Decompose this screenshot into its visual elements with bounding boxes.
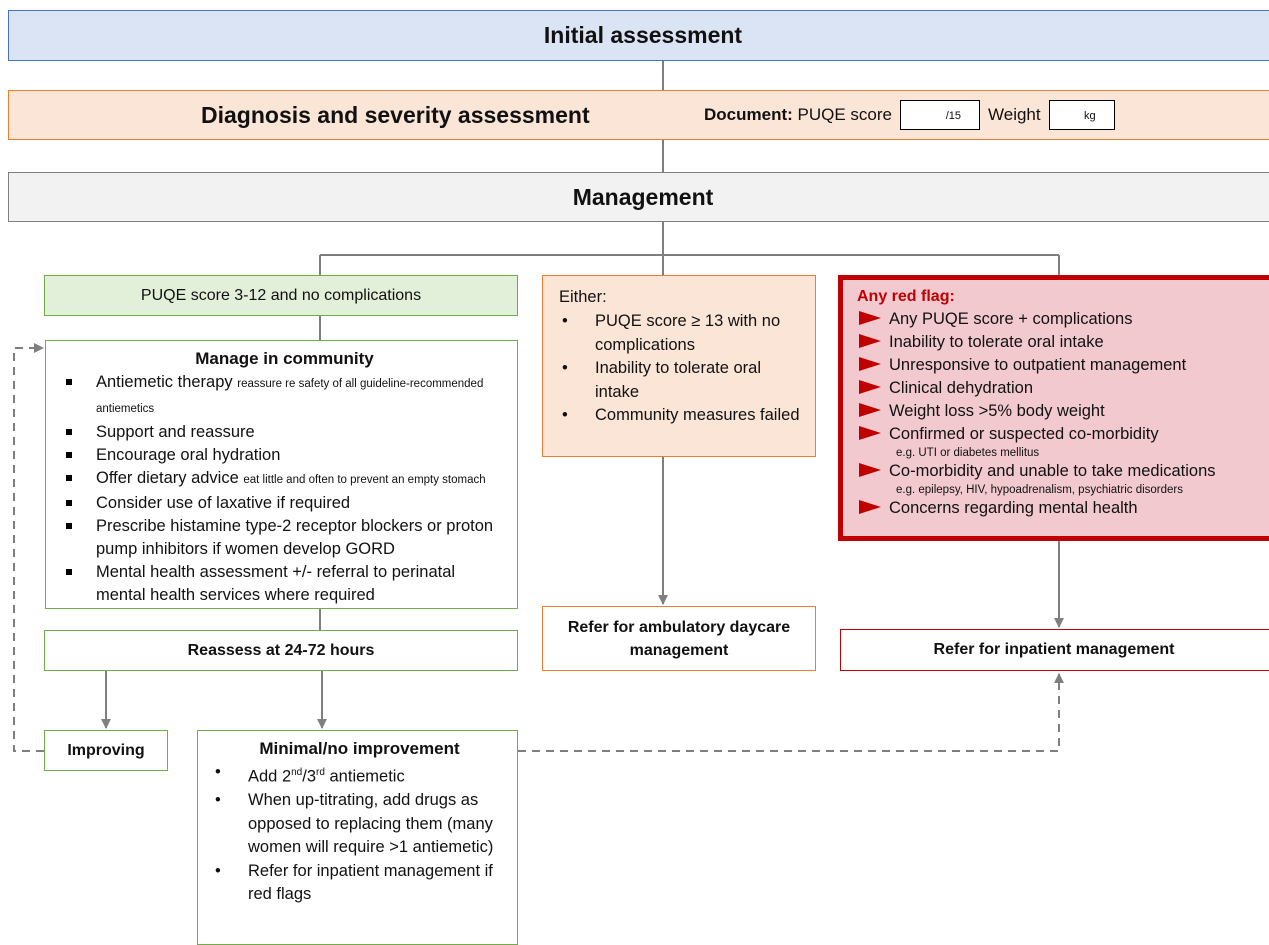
red-flag-icon [859,403,881,417]
community-item: Offer dietary advice eat little and ofte… [64,467,505,492]
minimal-list: Add 2nd/3rd antiemetic When up-titrating… [212,761,507,907]
community-item: Encourage oral hydration [64,444,505,467]
puqe-score-label: PUQE score [797,105,892,124]
manage-in-community-box: Manage in community Antiemetic therapy r… [45,340,518,609]
community-item: Mental health assessment +/- referral to… [64,561,505,607]
diagnosis-band: Diagnosis and severity assessment Docume… [8,90,1269,140]
community-item: Prescribe histamine type-2 receptor bloc… [64,515,505,561]
puqe-mild-box: PUQE score 3-12 and no complications [44,275,518,316]
red-flag-icon [859,500,881,514]
improving-text: Improving [67,741,145,759]
either-item: Inability to tolerate oral intake [559,357,801,404]
puqe-score-field: /15 [900,100,980,130]
document-fields: Document: PUQE score /15 Weight kg [704,91,1123,139]
ambulatory-referral-box: Refer for ambulatory daycare management [542,606,816,671]
reassess-text: Reassess at 24-72 hours [187,641,375,659]
either-item: Community measures failed [559,404,801,428]
initial-assessment-title: Initial assessment [543,22,743,48]
red-flag-item: Weight loss >5% body weight [857,400,1269,423]
either-criteria-box: Either: PUQE score ≥ 13 with no complica… [542,275,816,457]
dashed-arrow-improving-community [13,343,44,752]
initial-assessment-band: Initial assessment [8,10,1269,61]
red-flag-icon [859,380,881,394]
community-item: Support and reassure [64,421,505,444]
inpatient-text: Refer for inpatient management [933,641,1175,658]
dashed-arrow-minimal-inpatient [518,673,1064,752]
red-flag-icon [859,311,881,325]
puqe-mild-text: PUQE score 3-12 and no complications [140,286,422,304]
management-title: Management [572,183,714,210]
weight-label: Weight [988,105,1041,124]
red-flag-icon [859,463,881,477]
minimal-item: Refer for inpatient management if red fl… [212,860,507,907]
diagnosis-title: Diagnosis and severity assessment [201,101,590,128]
red-flag-icon [859,426,881,440]
either-list: PUQE score ≥ 13 with no complications In… [559,310,801,428]
red-flag-list: Any PUQE score + complications Inability… [857,308,1269,520]
red-flag-icon [859,357,881,371]
community-list: Antiemetic therapy reassure re safety of… [64,371,505,607]
reassess-box: Reassess at 24-72 hours [44,630,518,671]
weight-field: kg [1048,100,1115,130]
red-flag-item: Concerns regarding mental health [857,497,1269,520]
inpatient-referral-box: Refer for inpatient management [840,629,1269,671]
either-item: PUQE score ≥ 13 with no complications [559,310,801,357]
red-flag-box: Any red flag: Any PUQE score + complicat… [838,275,1269,541]
red-flag-item: Inability to tolerate oral intake [857,331,1269,354]
red-flag-icon [859,334,881,348]
either-title: Either: [559,288,607,306]
community-title: Manage in community [195,349,374,368]
red-flag-title: Any red flag: [857,288,955,305]
document-label: Document: [704,105,793,124]
red-flag-item: Co-morbidity and unable to take medicati… [857,460,1269,497]
minimal-item: When up-titrating, add drugs as opposed … [212,789,507,860]
management-band: Management [8,172,1269,222]
minimal-improvement-box: Minimal/no improvement Add 2nd/3rd antie… [197,730,518,945]
red-flag-item: Any PUQE score + complications [857,308,1269,331]
red-flag-item: Clinical dehydration [857,377,1269,400]
minimal-title: Minimal/no improvement [259,739,460,758]
ambulatory-text: Refer for ambulatory daycare management [567,618,791,659]
community-item: Consider use of laxative if required [64,492,505,515]
improving-box: Improving [44,730,168,771]
community-item: Antiemetic therapy reassure re safety of… [64,371,505,421]
minimal-item: Add 2nd/3rd antiemetic [212,761,507,789]
red-flag-item: Unresponsive to outpatient management [857,354,1269,377]
